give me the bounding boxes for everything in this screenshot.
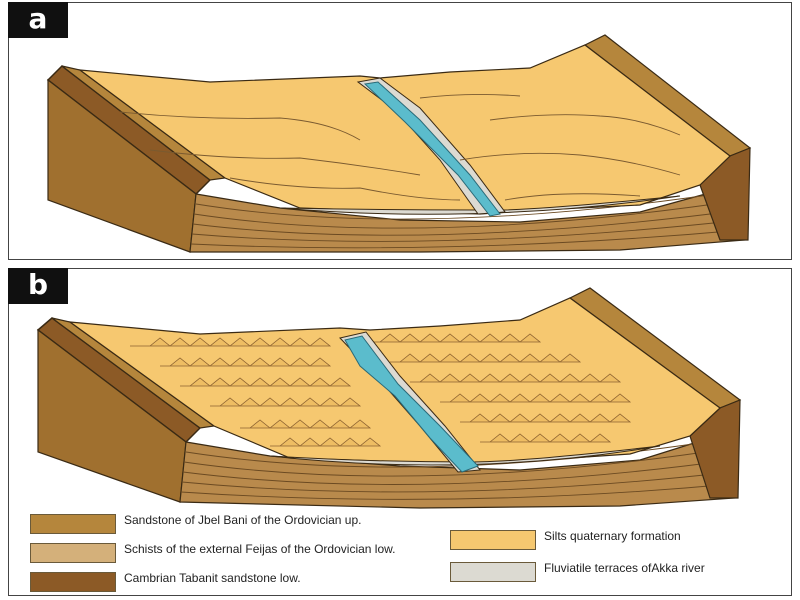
- legend-label-schists-feijas: Schists of the external Feijas of the Or…: [124, 542, 396, 556]
- panel-b-label: b: [8, 268, 68, 304]
- legend-label-sandstone-jbel-bani: Sandstone of Jbel Bani of the Ordovician…: [124, 513, 362, 527]
- panel-b-dissected-relief-left: [130, 337, 382, 447]
- legend-label-silts-quaternary: Silts quaternary formation: [544, 529, 681, 543]
- legend-item-schists-feijas: Schists of the external Feijas of the Or…: [30, 543, 414, 563]
- legend-item-silts-quaternary: Silts quaternary formation: [450, 530, 754, 550]
- legend-swatch-silts-quaternary: [450, 530, 536, 550]
- legend-swatch-schists-feijas: [30, 543, 116, 563]
- panel-b-terrace-lens: [269, 445, 661, 466]
- legend-label-cambrian-tabanit: Cambrian Tabanit sandstone low.: [124, 571, 301, 585]
- panel-a-river: [363, 81, 501, 217]
- panel-b-block-diagram: [36, 287, 742, 509]
- legend-swatch-sandstone-jbel-bani: [30, 514, 116, 534]
- legend-swatch-fluviatile-terraces: [450, 562, 536, 582]
- panel-a-frame: [8, 2, 792, 260]
- legend-item-fluviatile-terraces: Fluviatile terraces ofAkka river: [450, 562, 754, 582]
- panel-b-river: [344, 335, 479, 473]
- legend-swatch-cambrian-tabanit: [30, 572, 116, 592]
- panel-b-frame: [8, 268, 792, 596]
- panel-a-terrace-lens: [279, 195, 681, 215]
- legend-label-fluviatile-terraces: Fluviatile terraces ofAkka river: [544, 561, 705, 575]
- panel-a-block-diagram: [46, 34, 752, 253]
- legend-item-cambrian-tabanit: Cambrian Tabanit sandstone low.: [30, 572, 414, 592]
- legend-item-sandstone-jbel-bani: Sandstone of Jbel Bani of the Ordovician…: [30, 514, 414, 534]
- panel-b-dissected-relief-right: [370, 333, 632, 443]
- panel-a-label: a: [8, 2, 68, 38]
